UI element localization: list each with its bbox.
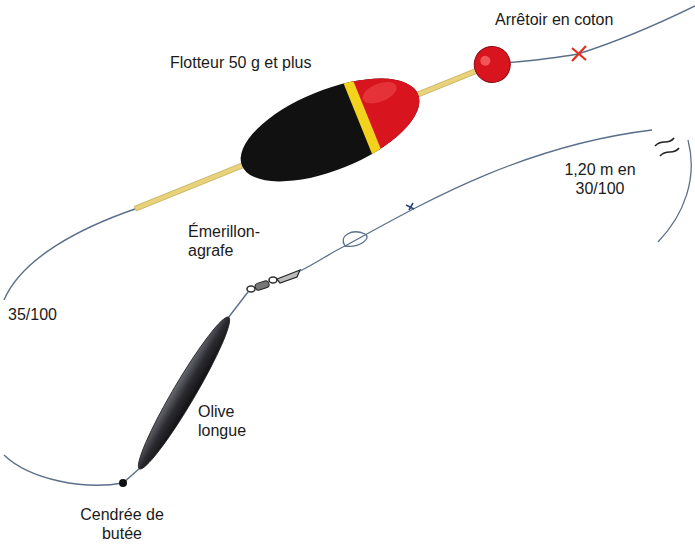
float <box>118 16 525 250</box>
part-label: Arrêtoir en coton <box>493 10 615 29</box>
part-label: Émerillon-agrafe <box>186 222 274 260</box>
swivel-snap <box>247 270 300 292</box>
main-line <box>228 292 248 318</box>
stopper-knot <box>572 46 586 61</box>
part-label: Flotteur 50 g et plus <box>168 53 313 72</box>
float-bead <box>469 41 516 88</box>
main-line <box>4 455 140 485</box>
part-label: 35/100 <box>6 305 59 324</box>
part-label: Olive longue <box>196 402 270 440</box>
part-label: Cendrée de butée <box>74 505 170 543</box>
main-line <box>4 209 135 300</box>
length-break-mark <box>655 138 679 156</box>
float-shine <box>360 78 400 108</box>
leader-line <box>345 130 652 246</box>
cotton-stopper <box>572 46 586 61</box>
leader-line <box>300 246 345 271</box>
olive-body <box>130 312 238 475</box>
swivel-barrel <box>254 280 269 291</box>
main-line <box>492 6 695 64</box>
leader-knot <box>406 203 414 210</box>
olive-weight <box>130 312 238 475</box>
float-stem <box>134 161 247 211</box>
swivel-ring <box>247 286 255 292</box>
swivel-ring <box>269 277 277 283</box>
part-label: 1,20 m en 30/100 <box>548 160 652 198</box>
leader-line <box>658 140 691 242</box>
stop-shot <box>119 479 127 487</box>
snap-clip <box>277 270 300 283</box>
leader-loop <box>343 232 367 246</box>
float-antenna <box>413 68 480 99</box>
bead-shine <box>479 54 492 67</box>
